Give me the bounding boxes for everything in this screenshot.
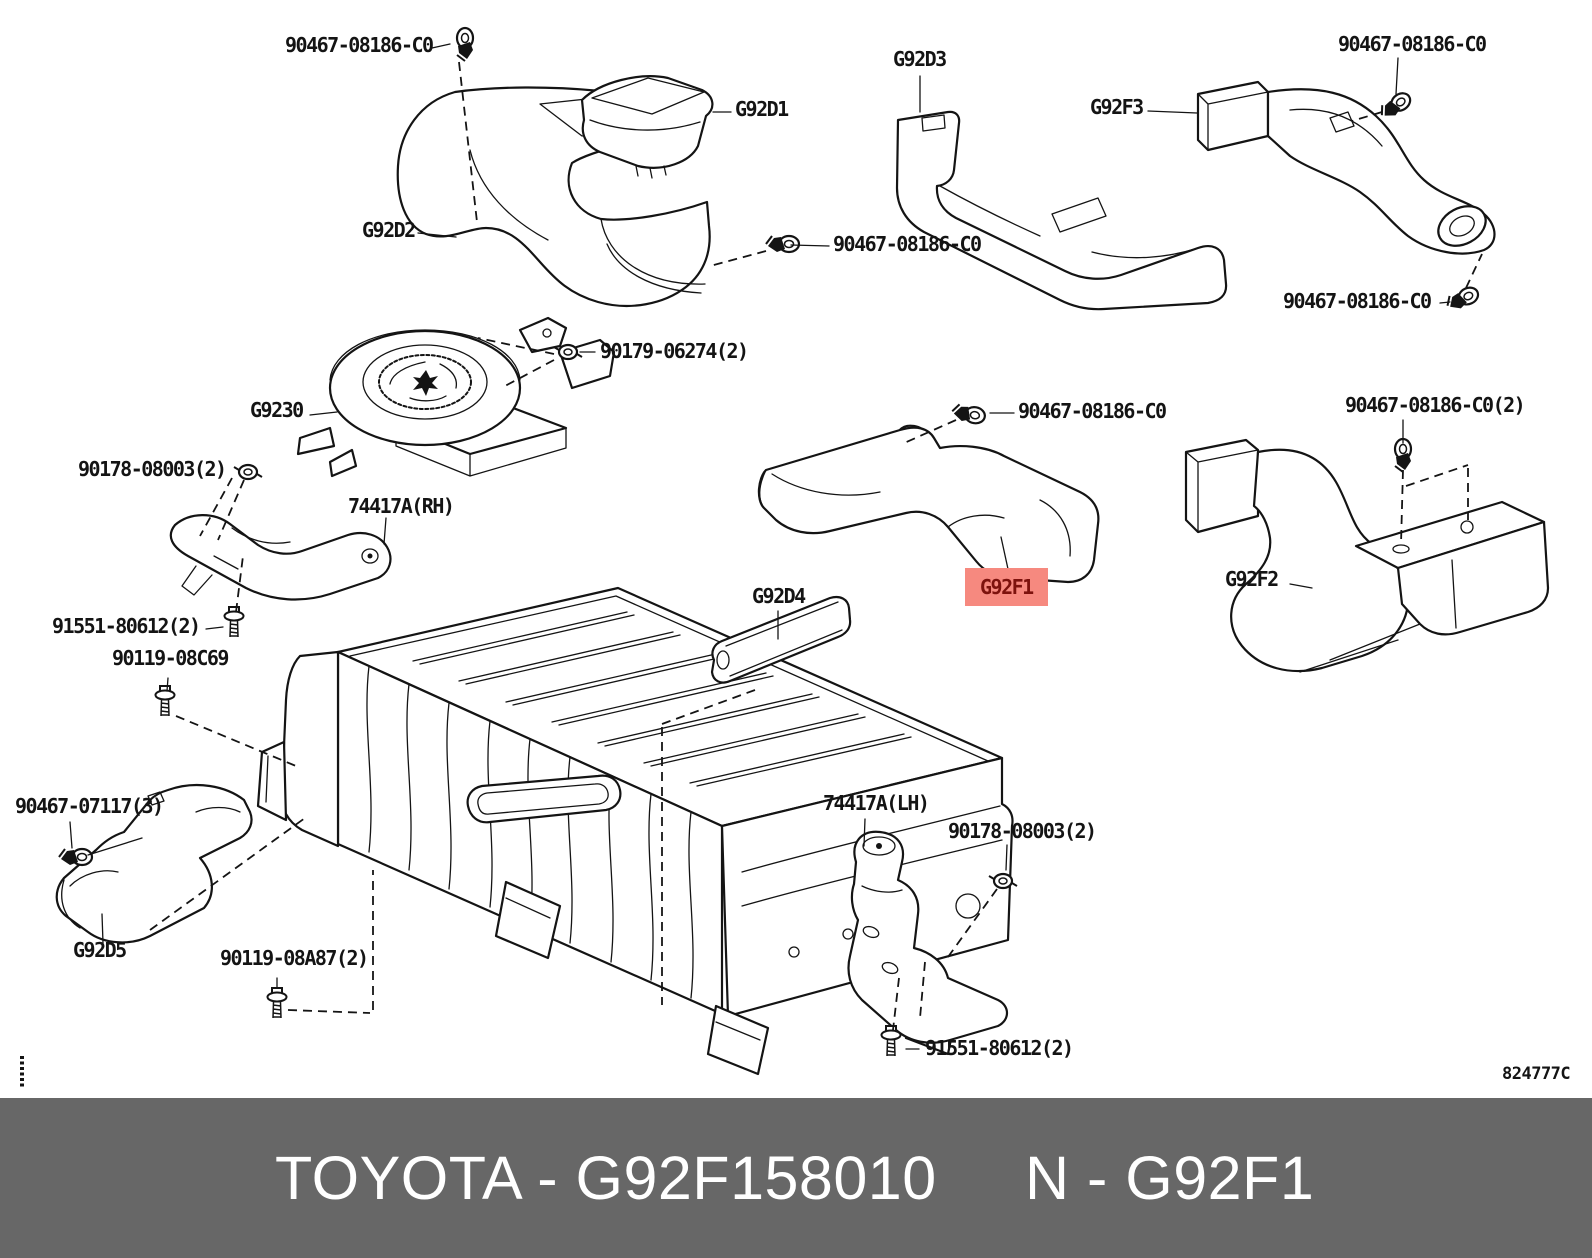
clip-icon (455, 26, 475, 63)
bracket-74417a-lh-drawing (847, 830, 1009, 1044)
bracket-74417a-rh-drawing (169, 514, 392, 601)
part-label-90178-08003-r[interactable]: 90178-08003(2) (948, 819, 1097, 843)
drawing-number: 824777C (1502, 1064, 1571, 1084)
clip-icon (1376, 88, 1415, 123)
part-label-g92f3[interactable]: G92F3 (1090, 95, 1144, 119)
part-label-g92d2[interactable]: G92D2 (362, 218, 416, 242)
bolt-icon (266, 987, 288, 1019)
part-label-90467-07117[interactable]: 90467-07117(3) (15, 794, 164, 818)
part-label-90467-08186-c0-d[interactable]: 90467-08186-C0 (1283, 289, 1432, 313)
part-label-90467-08186-c0-c[interactable]: 90467-08186-C0 (1338, 32, 1487, 56)
footer-part-number: TOYOTA - G92F158010 (275, 1144, 937, 1212)
bolt-icon (154, 685, 176, 717)
duct-g92d3-drawing (895, 110, 1228, 311)
part-label-g92d4[interactable]: G92D4 (752, 584, 806, 608)
part-label-g92d5[interactable]: G92D5 (73, 938, 127, 962)
part-label-90467-08186-c0-b[interactable]: 90467-08186-C0 (833, 232, 982, 256)
part-label-90467-08186-c0-a[interactable]: 90467-08186-C0 (285, 33, 434, 57)
blower-g9230-drawing (296, 316, 616, 478)
clip-icon (764, 234, 801, 254)
diagram-line-art (20, 26, 1550, 1088)
duct-g92f3-drawing (1196, 80, 1496, 255)
footer-part-code: N - G92F1 (1025, 1144, 1315, 1212)
part-label-90467-08186-c0-e[interactable]: 90467-08186-C0 (1018, 399, 1167, 423)
clip-icon (1393, 437, 1413, 474)
bolt-icon (223, 606, 245, 638)
part-label-90119-08a87[interactable]: 90119-08A87(2) (220, 946, 369, 970)
duct-g92d1-drawing (580, 75, 714, 179)
clip-icon (1443, 283, 1482, 315)
part-label-74417a-rh[interactable]: 74417A(RH) (348, 494, 455, 518)
part-label-g92f2[interactable]: G92F2 (1225, 567, 1279, 591)
part-label-91551-80612-r[interactable]: 91551-80612(2) (925, 1036, 1074, 1060)
nut-icon (232, 463, 264, 481)
part-label-g92d1[interactable]: G92D1 (735, 97, 789, 121)
part-label-91551-80612-l[interactable]: 91551-80612(2) (52, 614, 201, 638)
part-label-g92f1[interactable]: G92F1 (965, 568, 1048, 606)
duct-g92d5-drawing (55, 784, 253, 944)
footer-banner: TOYOTA - G92F158010 N - G92F1 (0, 1098, 1592, 1258)
leader-lines (69, 43, 1483, 1050)
part-label-g9230[interactable]: G9230 (250, 398, 304, 422)
part-label-90467-08186-c0-f[interactable]: 90467-08186-C0(2) (1345, 393, 1526, 417)
part-label-90179-06274[interactable]: 90179-06274(2) (600, 339, 749, 363)
clip-icon (949, 402, 988, 426)
screw-icon (57, 847, 94, 867)
part-label-90119-08c69[interactable]: 90119-08C69 (112, 646, 229, 670)
part-label-74417a-lh[interactable]: 74417A(LH) (823, 791, 930, 815)
duct-g92d4-drawing (710, 595, 852, 684)
duct-g92f2-drawing (1184, 438, 1550, 673)
part-label-g92d3[interactable]: G92D3 (893, 47, 947, 71)
part-label-90178-08003-l[interactable]: 90178-08003(2) (78, 457, 227, 481)
duct-g92f1-drawing (757, 424, 1100, 584)
battery-top-vents (412, 611, 912, 787)
